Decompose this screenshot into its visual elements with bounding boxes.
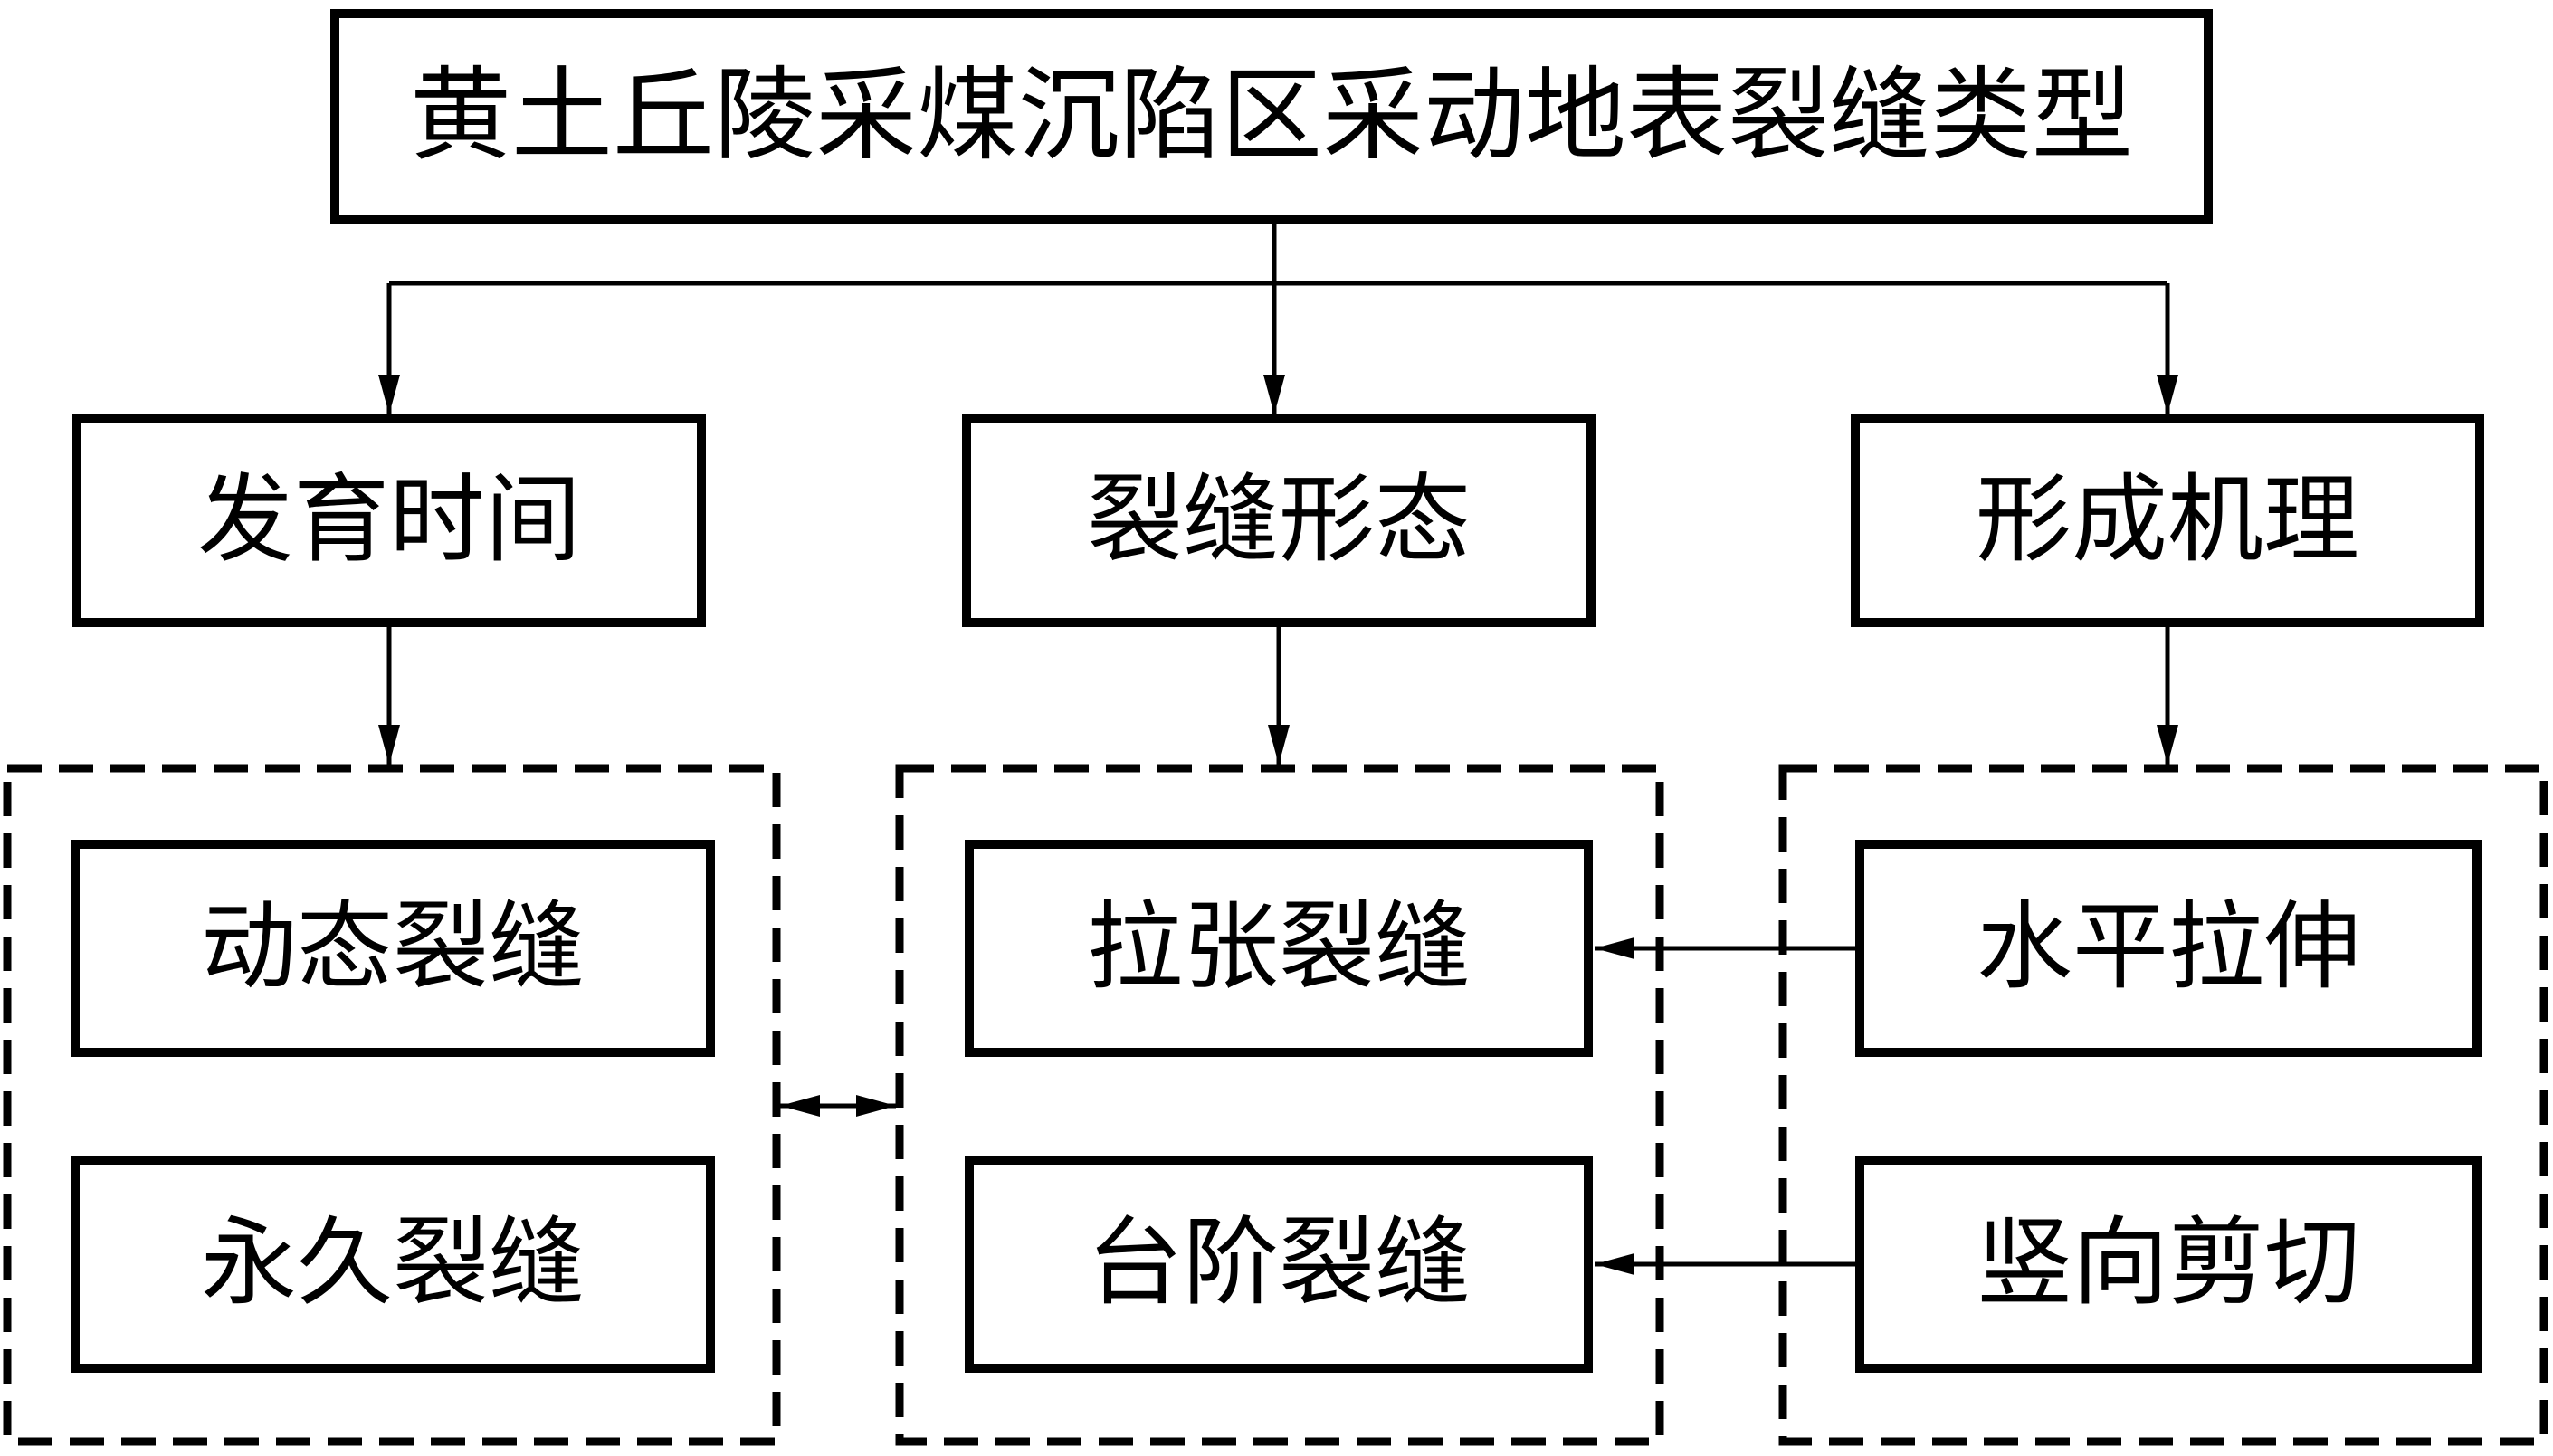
node-development-time: 发育时间 <box>72 414 706 627</box>
dashed-group-crack-morphology <box>895 764 1664 1446</box>
node-formation-mechanism: 形成机理 <box>1851 414 2484 627</box>
node-root-title: 黄土丘陵采煤沉陷区采动地表裂缝类型 <box>330 9 2213 224</box>
node-dynamic-crack: 动态裂缝 <box>71 840 715 1057</box>
node-permanent-crack: 永久裂缝 <box>71 1156 715 1373</box>
node-crack-morphology: 裂缝形态 <box>962 414 1596 627</box>
node-tension-crack: 拉张裂缝 <box>965 840 1593 1057</box>
node-horizontal-stretch: 水平拉伸 <box>1855 840 2482 1057</box>
dashed-group-formation-mechanism <box>1778 764 2548 1446</box>
dashed-group-development-time <box>3 764 781 1446</box>
node-step-crack: 台阶裂缝 <box>965 1156 1593 1373</box>
node-vertical-shear: 竖向剪切 <box>1855 1156 2482 1373</box>
